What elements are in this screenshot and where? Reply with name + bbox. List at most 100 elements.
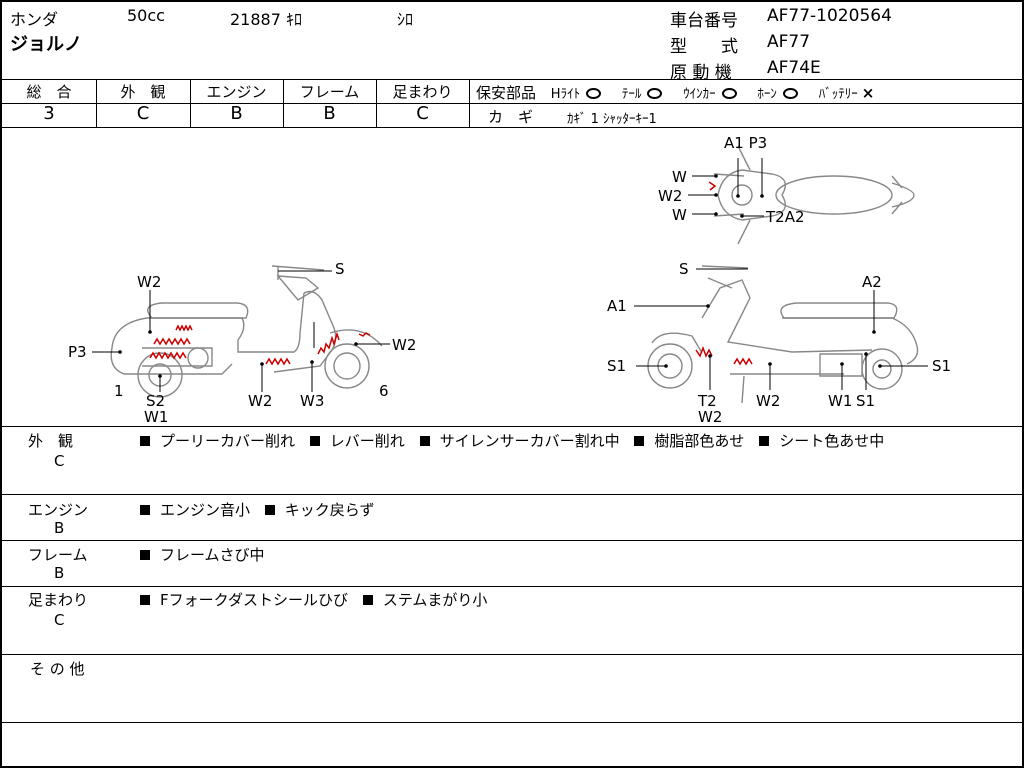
diag-label: A1	[607, 297, 627, 315]
divider	[376, 79, 377, 127]
grade-value-engine: B	[230, 103, 243, 124]
diag-label: W	[672, 206, 687, 224]
remark-items-engine: エンジン音小 キック戻らず	[140, 499, 375, 520]
divider	[2, 540, 1024, 541]
bullet-square-icon	[264, 504, 275, 515]
safety-parts-row: 保安部品 Hﾗｲﾄ ﾃｰﾙ ｳｲﾝｶｰ ﾎｰﾝ ﾊﾞｯﾃﾘｰ×	[476, 82, 874, 103]
displacement: 50cc	[127, 6, 165, 25]
ok-circle-icon	[721, 88, 737, 99]
remark-items-frame: フレームさび中	[140, 544, 265, 565]
divider	[2, 722, 1024, 723]
grade-label-overall: 総 合	[26, 83, 72, 101]
diag-label: T2	[697, 392, 717, 410]
diag-label: 1	[114, 382, 124, 400]
bullet-square-icon	[419, 435, 430, 446]
remark-category-other: そ の 他	[30, 660, 85, 678]
divider	[96, 79, 97, 127]
ok-circle-icon	[782, 88, 798, 99]
remark-grade-suspension: C	[54, 611, 65, 629]
bullet-square-icon	[140, 594, 150, 605]
grade-value-suspension: C	[416, 103, 429, 124]
remark-category-suspension: 足まわり	[28, 591, 89, 609]
engine-value: AF74E	[767, 58, 821, 78]
diag-label: W3	[300, 392, 324, 410]
diag-label: S1	[856, 392, 875, 410]
remark-category-exterior: 外 観	[28, 432, 74, 450]
safety-item-tail: ﾃｰﾙ	[622, 84, 663, 102]
grade-label-exterior: 外 観	[120, 83, 166, 101]
divider	[2, 426, 1024, 427]
frame-no: AF77-1020564	[767, 6, 892, 26]
key-value: ｶｷﾞ 1 ｼｬｯﾀｰｷｰ1	[567, 112, 657, 127]
damage-marks	[149, 181, 753, 366]
diag-label: S1	[607, 357, 626, 375]
divider	[190, 79, 191, 127]
scooter-top-view	[713, 145, 915, 245]
remark-items-suspension: Fフォークダストシールひび ステムまがり小	[140, 589, 487, 610]
type-label: 型 式	[670, 37, 738, 57]
diag-label: A1 P3	[724, 134, 767, 152]
label-dots	[118, 174, 882, 378]
grade-label-frame: フレーム	[299, 83, 360, 101]
diag-label: W2	[658, 187, 682, 205]
diag-label: S2	[146, 392, 165, 410]
remark-grade-frame: B	[54, 564, 65, 582]
diag-label: A2	[862, 273, 882, 291]
diag-label: W2	[392, 336, 416, 354]
grade-label-engine: エンジン	[206, 83, 267, 101]
frame-no-label: 車台番号	[670, 11, 738, 31]
divider	[469, 79, 470, 127]
ok-circle-icon	[647, 88, 663, 99]
grade-value-frame: B	[323, 103, 336, 124]
divider	[2, 103, 470, 104]
diag-label: T2A2	[765, 208, 805, 226]
mileage: 21887 ｷﾛ	[230, 10, 302, 29]
diag-label: P3	[68, 343, 87, 361]
diag-label: S1	[932, 357, 951, 375]
divider	[2, 127, 1024, 128]
bullet-square-icon	[309, 435, 320, 446]
model-name: ジョルノ	[10, 34, 82, 55]
diag-label: W2	[698, 408, 722, 426]
grade-label-suspension: 足まわり	[392, 83, 453, 101]
diag-label: S	[679, 260, 689, 278]
bullet-square-icon	[140, 504, 150, 515]
ok-circle-icon	[586, 88, 602, 99]
ng-cross-icon: ×	[861, 84, 875, 102]
diag-label: W2	[248, 392, 272, 410]
safety-label: 保安部品	[476, 84, 537, 102]
grade-value-exterior: C	[136, 103, 150, 124]
key-label: カ ギ	[488, 108, 534, 126]
color: ｼﾛ	[397, 10, 414, 29]
remark-category-engine: エンジン	[28, 501, 89, 519]
diag-label: W	[672, 168, 687, 186]
divider	[2, 79, 1024, 80]
diag-label: 6	[379, 382, 389, 400]
maker: ホンダ	[10, 10, 59, 29]
bullet-square-icon	[140, 435, 150, 446]
bullet-square-icon	[634, 435, 645, 446]
engine-label: 原 動 機	[670, 63, 732, 83]
remark-category-frame: フレーム	[28, 546, 88, 564]
divider	[2, 586, 1024, 587]
diag-label: S	[335, 260, 345, 278]
remark-grade-exterior: C	[54, 452, 65, 470]
remark-grade-engine: B	[54, 519, 65, 537]
grade-value-overall: 3	[43, 103, 55, 124]
divider	[2, 494, 1024, 495]
remark-items-exterior: プーリーカバー削れ レバー削れ サイレンサーカバー割れ中 樹脂部色あせ シート色…	[140, 430, 884, 451]
diag-label: W1	[828, 392, 852, 410]
scooter-diagram: S W2 P3 W2 1 S2 W1 W2 W3 6 S A1 A2 S1 S1…	[68, 134, 951, 426]
diag-label: W1	[144, 408, 168, 426]
type-value: AF77	[767, 32, 811, 52]
bullet-square-icon	[759, 435, 770, 446]
divider	[2, 654, 1024, 655]
diag-label: W2	[756, 392, 780, 410]
safety-item-headlight: Hﾗｲﾄ	[551, 84, 602, 102]
divider	[283, 79, 284, 127]
scooter-right-view	[647, 265, 919, 404]
bullet-square-icon	[362, 594, 373, 605]
safety-item-horn: ﾎｰﾝ	[757, 84, 798, 102]
bullet-square-icon	[140, 549, 150, 560]
